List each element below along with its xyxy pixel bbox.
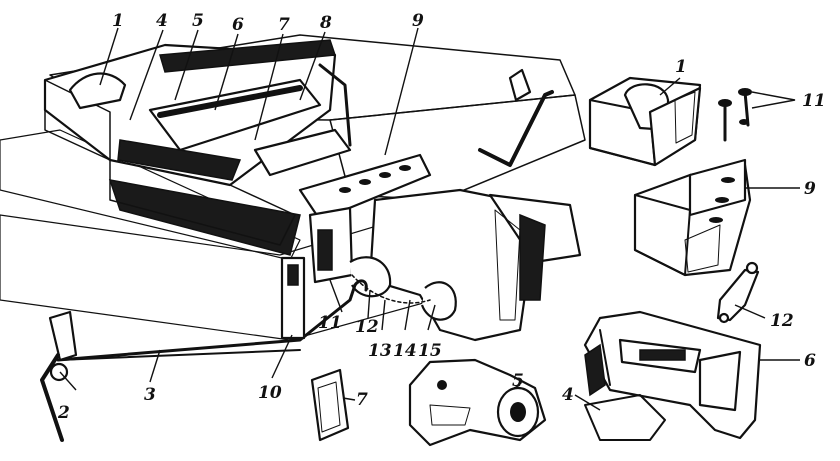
callout-14: 14 [393,341,417,361]
detail-part-12 [716,261,760,324]
callout-5: 5 [192,11,204,31]
callout-7: 7 [278,15,290,35]
callout-13: 13 [368,341,392,361]
detail-labels: 1 11 9 12 6 5 4 7 [356,57,826,410]
callout-3: 3 [144,385,156,405]
detail-part-5 [408,358,547,447]
callout-11: 11 [318,313,342,333]
callout-9: 9 [412,11,424,31]
detail-label-4: 4 [562,385,574,405]
detail-label-1: 1 [675,57,687,77]
uncoupling-rod [40,256,368,442]
detail-part-6 [583,310,762,440]
callout-4: 4 [156,11,168,31]
callout-10: 10 [258,383,282,403]
detail-label-11: 11 [802,91,826,111]
coupler-assembly [298,153,582,342]
callout-15: 15 [418,341,442,361]
detail-label-12: 12 [770,311,794,331]
detail-label-5: 5 [512,371,524,391]
callout-6: 6 [232,15,244,35]
detail-part-4 [584,394,666,441]
callout-1: 1 [112,11,124,31]
detail-label-6: 6 [804,351,816,371]
detail-part-7 [310,368,350,442]
detail-label-9: 9 [804,179,816,199]
detail-part-9 [633,158,752,277]
callout-labels: 1 2 3 4 5 6 7 8 9 10 11 12 13 14 15 [57,11,442,423]
callout-8: 8 [319,13,332,33]
detail-label-7: 7 [356,390,368,410]
callout-2: 2 [57,403,70,423]
detail-bolts-11 [718,88,796,142]
detail-part-1 [588,76,702,167]
center-sill [43,39,352,246]
leader-lines [59,27,800,411]
callout-12: 12 [355,317,379,337]
